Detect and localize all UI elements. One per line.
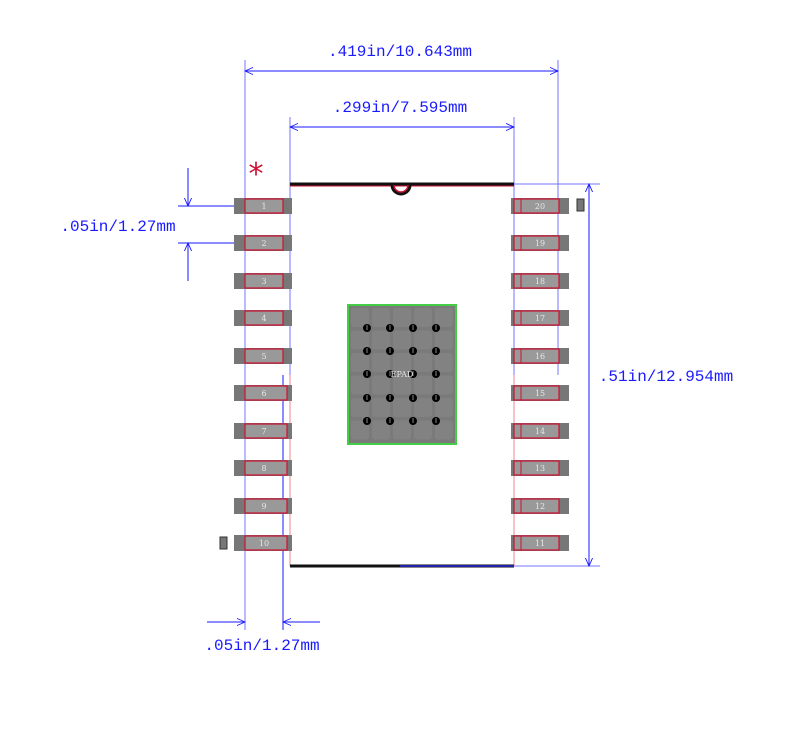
pin-number: 2: [261, 239, 266, 248]
pin-number: 20: [535, 202, 545, 211]
pad-left-1: 1: [234, 198, 292, 214]
pad-right-12: 12: [511, 498, 569, 514]
pin-number: 19: [535, 239, 545, 248]
pad-left-5: 5: [234, 348, 292, 364]
pad-left-9: 9: [234, 498, 292, 514]
dim-pitch: .05in/1.27mm: [60, 218, 175, 236]
pin-number: 5: [261, 352, 266, 361]
pad-right-20: 20: [511, 198, 569, 214]
pad-left-6: 6: [234, 385, 292, 401]
pad-right-11: 11: [511, 535, 569, 551]
pad-right-15: 15: [511, 385, 569, 401]
pad-left-2: 2: [234, 235, 292, 251]
pin-indicator-left: [219, 536, 228, 550]
pin-indicator-right: [576, 198, 585, 212]
pin-number: 10: [259, 539, 269, 548]
pad-right-19: 19: [511, 235, 569, 251]
pin-number: 15: [535, 389, 545, 398]
pin-number: 3: [261, 277, 266, 286]
epad-label: EPAD: [391, 370, 414, 379]
pin-number: 9: [261, 502, 266, 511]
pad-right-16: 16: [511, 348, 569, 364]
pin-number: 14: [535, 427, 545, 436]
pad-right-14: 14: [511, 423, 569, 439]
dim-pad-width: .05in/1.27mm: [204, 637, 319, 655]
pin-number: 6: [261, 389, 266, 398]
pin-number: 11: [535, 539, 545, 548]
pin-number: 17: [535, 314, 545, 323]
pad-right-17: 17: [511, 310, 569, 326]
pin-number: 7: [261, 427, 266, 436]
pin-number: 4: [261, 314, 266, 323]
pin-number: 13: [535, 464, 545, 473]
dim-overall-width: .419in/10.643mm: [328, 43, 472, 61]
pad-left-3: 3: [234, 273, 292, 289]
pin-number: 1: [261, 202, 266, 211]
pin-number: 8: [261, 464, 266, 473]
dim-body-width: .299in/7.595mm: [333, 99, 467, 117]
pad-left-4: 4: [234, 310, 292, 326]
notch-icon: [390, 184, 412, 196]
pad-right-18: 18: [511, 273, 569, 289]
epad: EPAD: [347, 304, 457, 445]
pad-left-8: 8: [234, 460, 292, 476]
pin-number: 18: [535, 277, 545, 286]
pad-left-10: 10: [234, 535, 292, 551]
pad-left-7: 7: [234, 423, 292, 439]
dim-body-length: .51in/12.954mm: [599, 368, 733, 386]
pad-right-13: 13: [511, 460, 569, 476]
pin1-marker: *: [249, 157, 264, 192]
pin-number: 12: [535, 502, 545, 511]
pin-number: 16: [535, 352, 545, 361]
